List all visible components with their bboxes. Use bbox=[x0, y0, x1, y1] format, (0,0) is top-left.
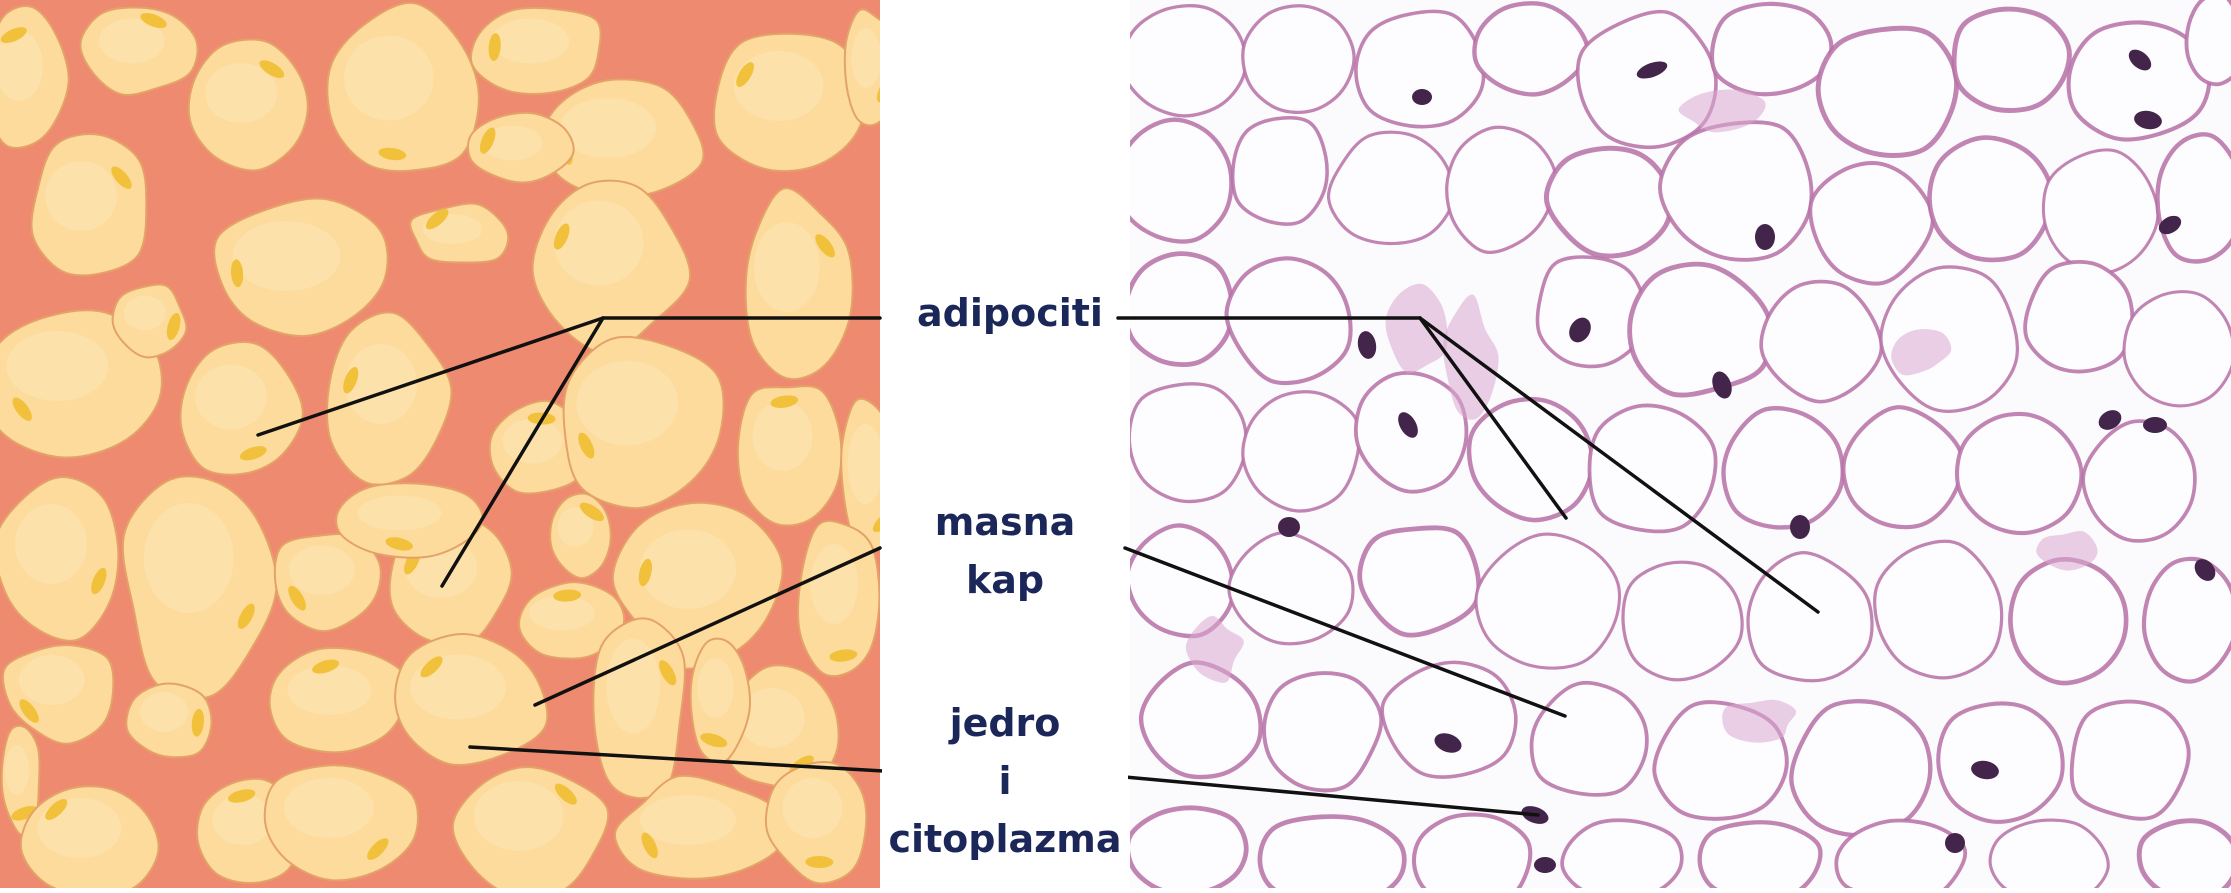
illustration-adipocyte bbox=[32, 134, 147, 275]
micrograph-adipocyte bbox=[1356, 11, 1484, 126]
micrograph-adipocyte bbox=[1957, 414, 2081, 533]
micrograph-adipocyte bbox=[1929, 138, 2051, 260]
micrograph-adipocyte bbox=[1700, 822, 1821, 888]
micrograph-adipocyte bbox=[1128, 808, 1247, 888]
label-adipocytes-text: adipociti bbox=[910, 284, 1110, 342]
micrograph-adipocyte bbox=[1791, 701, 1930, 835]
micrograph-adipocyte bbox=[1712, 4, 1831, 94]
micrograph-adipocyte bbox=[1129, 384, 1246, 502]
illustration-adipocyte bbox=[410, 204, 508, 263]
micrograph-adipocyte bbox=[2139, 821, 2231, 888]
label-nucleus-line2: i bbox=[882, 752, 1128, 810]
label-fat-droplet-line1: masna bbox=[900, 493, 1110, 551]
illustration-adipocyte bbox=[593, 618, 685, 798]
micrograph-adipocyte bbox=[1954, 9, 2069, 110]
micrograph-nucleus bbox=[1278, 517, 1300, 537]
micrograph-adipocyte bbox=[2025, 262, 2132, 372]
micrograph-adipocyte bbox=[1243, 6, 1354, 113]
adipose-micrograph-panel bbox=[1116, 0, 2231, 888]
micrograph-adipocyte bbox=[2124, 292, 2231, 406]
micrograph-adipocyte bbox=[1623, 562, 1742, 680]
micrograph-adipocyte bbox=[1938, 703, 2062, 821]
micrograph-nucleus bbox=[1945, 833, 1965, 853]
micrograph-adipocyte bbox=[2186, 0, 2231, 84]
micrograph-adipocyte bbox=[1723, 408, 1842, 527]
illustration-adipocyte bbox=[471, 8, 601, 94]
micrograph-adipocyte bbox=[2072, 702, 2189, 819]
micrograph-nucleus bbox=[1790, 515, 1810, 539]
micrograph-adipocyte bbox=[2144, 559, 2231, 682]
micrograph-adipocyte bbox=[1243, 392, 1360, 511]
illustration-adipocyte bbox=[845, 9, 897, 125]
micrograph-adipocyte bbox=[1233, 118, 1327, 224]
micrograph-adipocyte bbox=[2157, 134, 2231, 261]
micrograph-adipocyte bbox=[1537, 257, 1644, 366]
adipose-illustration-panel bbox=[0, 0, 898, 888]
micrograph-adipocyte bbox=[1116, 120, 1231, 242]
micrograph-adipocyte bbox=[1122, 6, 1246, 116]
micrograph-adipocyte bbox=[1414, 815, 1530, 888]
micrograph-adipocyte bbox=[1260, 817, 1404, 888]
micrograph-nucleus bbox=[1755, 224, 1775, 250]
label-adipocytes: adipociti bbox=[910, 284, 1110, 342]
micrograph-nucleus bbox=[1412, 89, 1432, 105]
label-nucleus-line1: jedro bbox=[882, 694, 1128, 752]
illustration-adipocyte bbox=[738, 386, 842, 525]
micrograph-adipocyte bbox=[1818, 28, 1956, 155]
micrograph-adipocyte bbox=[1562, 820, 1682, 888]
micrograph-adipocyte bbox=[1382, 662, 1516, 777]
micrograph-adipocyte bbox=[2010, 559, 2126, 683]
label-nucleus-cytoplasm: jedro i citoplazma bbox=[882, 694, 1128, 868]
micrograph-adipocyte bbox=[1126, 254, 1233, 365]
illustration-adipocyte bbox=[798, 521, 879, 676]
micrograph-adipocyte bbox=[2043, 150, 2157, 273]
micrograph-nucleus bbox=[1534, 857, 1556, 873]
label-fat-droplet-line2: kap bbox=[900, 551, 1110, 609]
label-nucleus-line3: citoplazma bbox=[882, 810, 1128, 868]
label-fat-droplet: masna kap bbox=[900, 493, 1110, 609]
micrograph-adipocyte bbox=[1589, 405, 1715, 531]
micrograph-nucleus bbox=[2143, 417, 2167, 433]
